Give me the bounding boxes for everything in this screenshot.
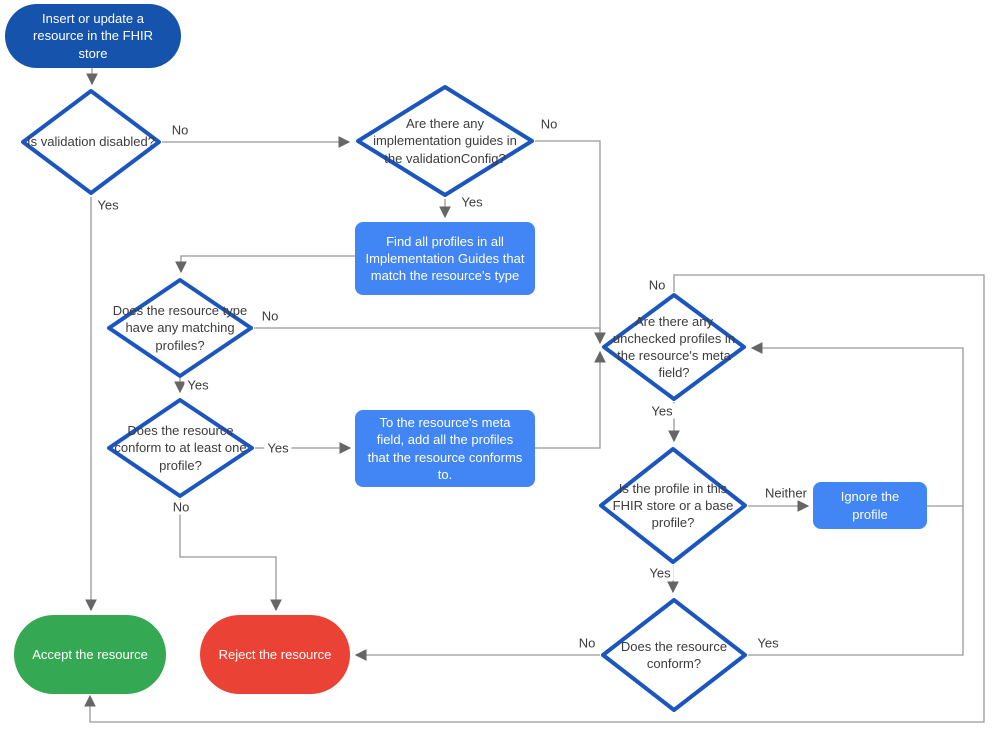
- decision-validation-disabled: Is validation disabled?: [20, 88, 162, 196]
- start-node-label: Insert or update a resource in the FHIR …: [33, 11, 153, 61]
- decision-profile-in-store: Is the profile in this FHIR store or a b…: [598, 446, 748, 565]
- edge-label-profile-in-store-neither: Neither: [762, 485, 810, 501]
- diamond-shape: [21, 89, 161, 195]
- decision-validation-disabled-label: Is validation disabled?: [27, 134, 155, 150]
- decision-resource-conform: Does the resource conform?: [600, 597, 748, 713]
- edge-label-validation-disabled-no: No: [168, 122, 192, 138]
- edge-label-unchecked-profiles-no: No: [645, 277, 669, 293]
- decision-matching-profiles-label: Does the resource type have any matching…: [112, 303, 248, 353]
- reject-node: Reject the resource: [200, 615, 350, 694]
- edge-label-resource-conform-yes: Yes: [754, 635, 782, 651]
- decision-profile-in-store-label: Is the profile in this FHIR store or a b…: [612, 480, 734, 531]
- process-ignore-profile-label: Ignore the profile: [840, 489, 900, 522]
- diamond-shape: [107, 398, 254, 498]
- decision-matching-profiles: Does the resource type have any matching…: [106, 277, 254, 379]
- edge-label-implementation-guides-yes: Yes: [458, 194, 486, 210]
- decision-implementation-guides-label: Are there any implementation guides in t…: [373, 116, 517, 166]
- edge-label-profile-in-store-yes: Yes: [646, 565, 674, 581]
- process-add-profiles-meta: To the resource's meta field, add all th…: [355, 410, 535, 487]
- process-find-profiles: Find all profiles in all Implementation …: [355, 222, 535, 295]
- decision-resource-conform-label: Does the resource conform?: [620, 638, 728, 671]
- decision-unchecked-profiles: Are there any unchecked profiles in the …: [601, 292, 747, 402]
- process-ignore-profile: Ignore the profile: [813, 482, 927, 529]
- edge-label-validation-disabled-yes: Yes: [94, 197, 122, 213]
- accept-node: Accept the resource: [14, 615, 166, 694]
- diamond-shape: [107, 278, 253, 378]
- diamond-shape: [356, 85, 534, 197]
- edge-label-matching-profiles-yes: Yes: [184, 377, 212, 393]
- edge-label-conform-one-profile-no: No: [169, 499, 193, 515]
- diamond-shape: [601, 598, 747, 712]
- accept-node-label: Accept the resource: [32, 646, 148, 662]
- diamond-shape: [599, 447, 747, 564]
- diamond-shape: [602, 293, 746, 401]
- edge-label-conform-one-profile-yes: Yes: [264, 440, 292, 456]
- decision-conform-one-profile-label: Does the resource conform to at least on…: [114, 423, 247, 473]
- decision-conform-one-profile: Does the resource conform to at least on…: [106, 397, 255, 499]
- edge-label-implementation-guides-no: No: [537, 116, 561, 132]
- decision-unchecked-profiles-label: Are there any unchecked profiles in the …: [612, 313, 736, 381]
- process-find-profiles-label: Find all profiles in all Implementation …: [365, 233, 525, 284]
- process-add-profiles-meta-label: To the resource's meta field, add all th…: [367, 415, 523, 482]
- edge-label-matching-profiles-no: No: [258, 308, 282, 324]
- reject-node-label: Reject the resource: [218, 646, 332, 662]
- decision-implementation-guides: Are there any implementation guides in t…: [355, 84, 535, 198]
- edge-label-resource-conform-no: No: [575, 635, 599, 651]
- start-node: Insert or update a resource in the FHIR …: [5, 4, 181, 68]
- edge-label-unchecked-profiles-yes: Yes: [648, 403, 676, 419]
